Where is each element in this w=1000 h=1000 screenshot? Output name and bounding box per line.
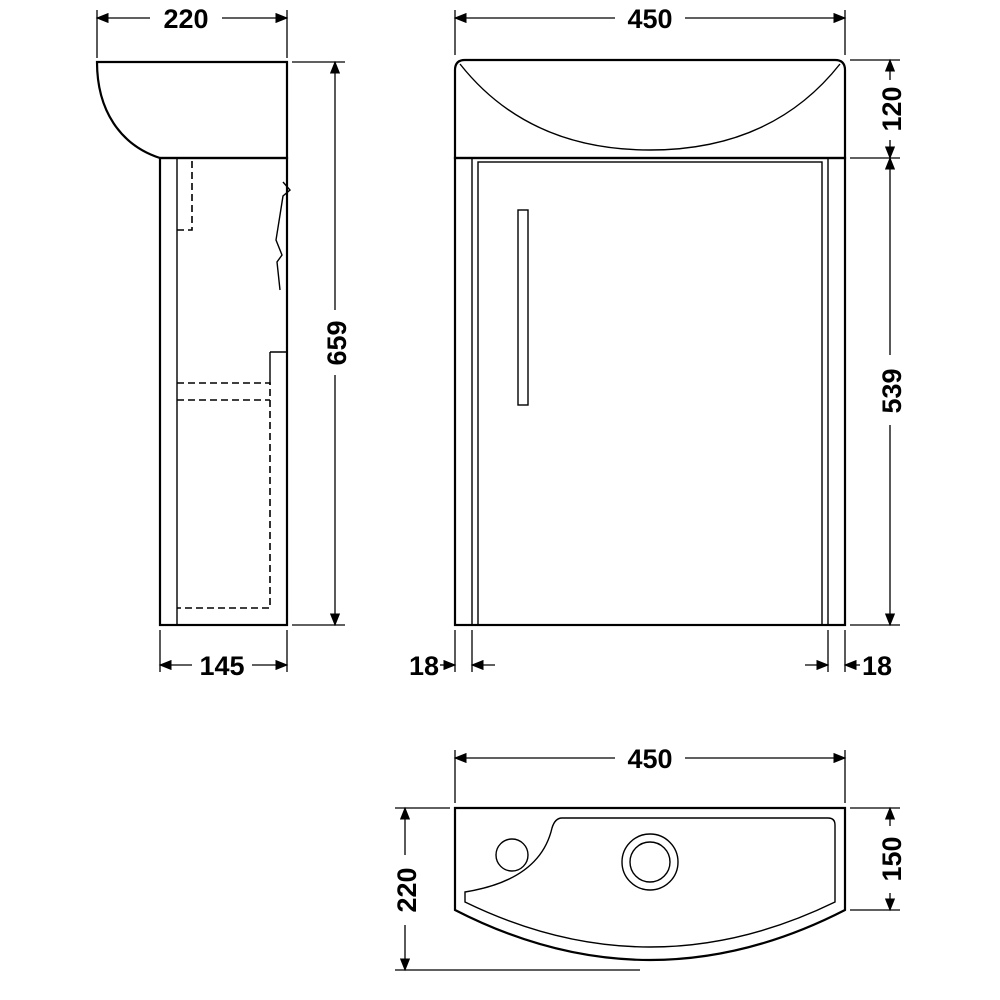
front-view: 450 120 539 18 18 (409, 4, 907, 681)
plan-bowl (464, 817, 836, 948)
side-basin (95, 60, 289, 160)
dim-plan-flat-depth: 150 (877, 836, 907, 881)
plan-outline (453, 806, 847, 961)
dim-side-height: 659 (322, 320, 352, 365)
door-handle (517, 209, 529, 406)
side-cabinet (158, 156, 289, 627)
door (477, 161, 823, 626)
dim-side-width: 220 (163, 4, 208, 34)
dim-left-side: 18 (409, 651, 439, 681)
plan-view: 450 220 150 (392, 744, 907, 972)
tap-hole (495, 838, 529, 872)
front-cabinet (453, 156, 847, 627)
dim-front-width: 450 (627, 4, 672, 34)
dim-side-depth: 145 (199, 651, 244, 681)
dim-basin-height: 120 (877, 86, 907, 131)
dim-plan-width: 450 (627, 744, 672, 774)
waste-trap (275, 181, 291, 291)
dim-plan-depth: 220 (392, 867, 422, 912)
waste-outlet (621, 833, 679, 891)
basin-bowl-curve (459, 63, 841, 151)
dim-right-side: 18 (862, 651, 892, 681)
side-view: 220 659 145 (95, 4, 352, 681)
dim-cabinet-height: 539 (877, 368, 907, 413)
front-basin (453, 58, 847, 160)
